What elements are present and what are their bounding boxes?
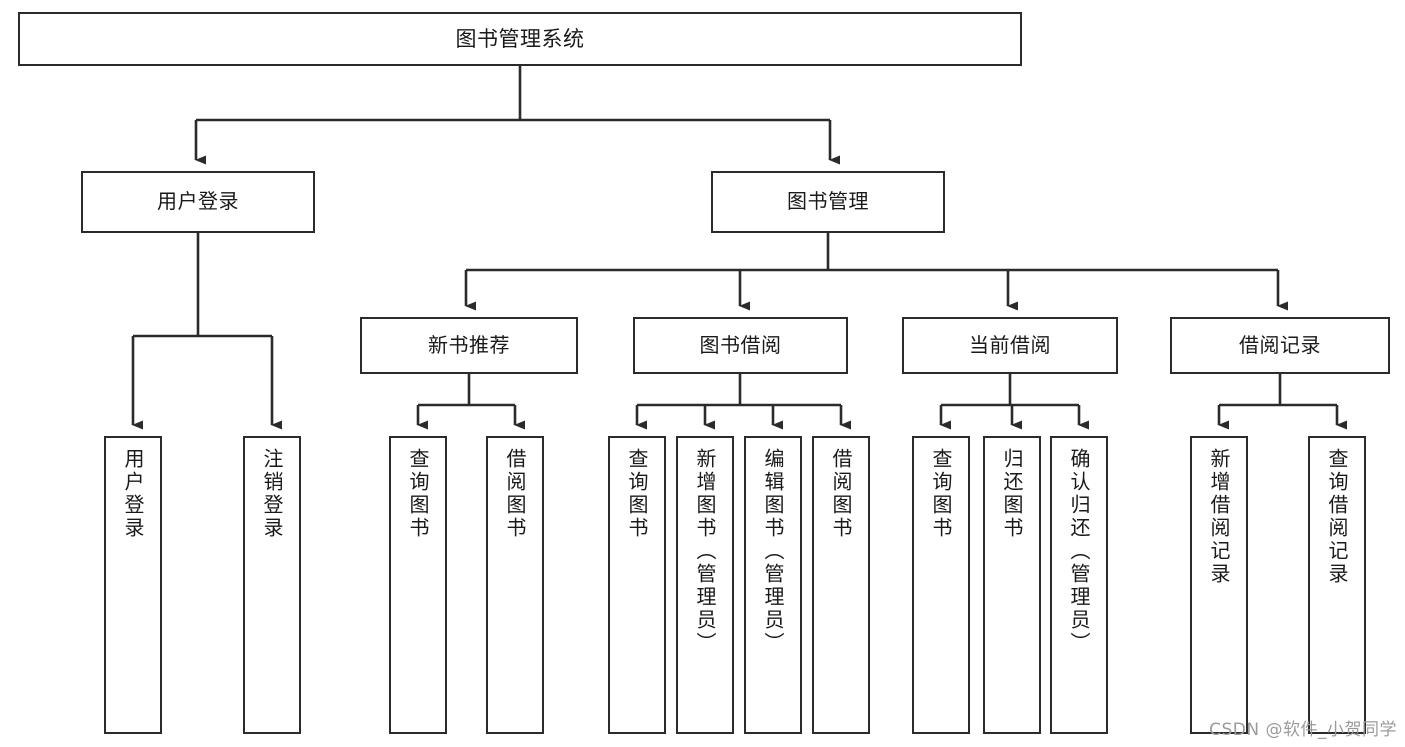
leaf-add-book-admin[interactable]: 新增图书（管理员） [676, 436, 734, 734]
node-book-borrow-label: 图书借阅 [699, 332, 782, 357]
leaf-add-book-admin-label: 新增图书（管理员） [693, 448, 717, 655]
leaf-query-book-borrow-label: 查询图书 [625, 448, 649, 540]
node-root[interactable]: 图书管理系统 [18, 12, 1022, 66]
leaf-query-book-recommend-label: 查询图书 [406, 448, 430, 540]
leaf-query-borrow-record[interactable]: 查询借阅记录 [1308, 436, 1366, 734]
leaf-query-book-recommend[interactable]: 查询图书 [389, 436, 447, 734]
leaf-borrow-book-recommend[interactable]: 借阅图书 [486, 436, 544, 734]
node-root-label: 图书管理系统 [455, 26, 585, 51]
leaf-query-book-current[interactable]: 查询图书 [912, 436, 970, 734]
leaf-edit-book-admin-label: 编辑图书（管理员） [761, 448, 785, 655]
node-borrow-record-label: 借阅记录 [1239, 332, 1321, 357]
leaf-borrow-book[interactable]: 借阅图书 [812, 436, 870, 734]
node-book-management[interactable]: 图书管理 [711, 171, 945, 233]
node-new-book-recommend-label: 新书推荐 [428, 332, 510, 357]
watermark: CSDN @软件_小贺同学 [1209, 720, 1397, 740]
leaf-borrow-book-recommend-label: 借阅图书 [503, 448, 527, 540]
node-current-borrow[interactable]: 当前借阅 [902, 317, 1118, 374]
node-user-login[interactable]: 用户登录 [81, 171, 315, 233]
leaf-borrow-book-label: 借阅图书 [829, 448, 853, 540]
leaf-add-borrow-record[interactable]: 新增借阅记录 [1190, 436, 1248, 734]
leaf-edit-book-admin[interactable]: 编辑图书（管理员） [744, 436, 802, 734]
leaf-query-book-borrow[interactable]: 查询图书 [608, 436, 666, 734]
leaf-query-book-current-label: 查询图书 [929, 448, 953, 540]
node-user-login-label: 用户登录 [157, 189, 239, 214]
leaf-user-login-label: 用户登录 [121, 448, 145, 540]
leaf-logout-login-label: 注销登录 [260, 448, 284, 540]
node-book-management-label: 图书管理 [787, 189, 869, 214]
node-new-book-recommend[interactable]: 新书推荐 [360, 317, 578, 374]
leaf-confirm-return-admin-label: 确认归还（管理员） [1067, 448, 1091, 655]
node-book-borrow[interactable]: 图书借阅 [633, 317, 848, 374]
leaf-return-book[interactable]: 归还图书 [983, 436, 1041, 734]
node-borrow-record[interactable]: 借阅记录 [1170, 317, 1390, 374]
node-current-borrow-label: 当前借阅 [969, 332, 1051, 357]
leaf-return-book-label: 归还图书 [1000, 448, 1024, 540]
leaf-logout-login[interactable]: 注销登录 [243, 436, 301, 734]
leaf-confirm-return-admin[interactable]: 确认归还（管理员） [1050, 436, 1108, 734]
leaf-add-borrow-record-label: 新增借阅记录 [1207, 448, 1231, 586]
leaf-user-login[interactable]: 用户登录 [104, 436, 162, 734]
leaf-query-borrow-record-label: 查询借阅记录 [1325, 448, 1349, 586]
